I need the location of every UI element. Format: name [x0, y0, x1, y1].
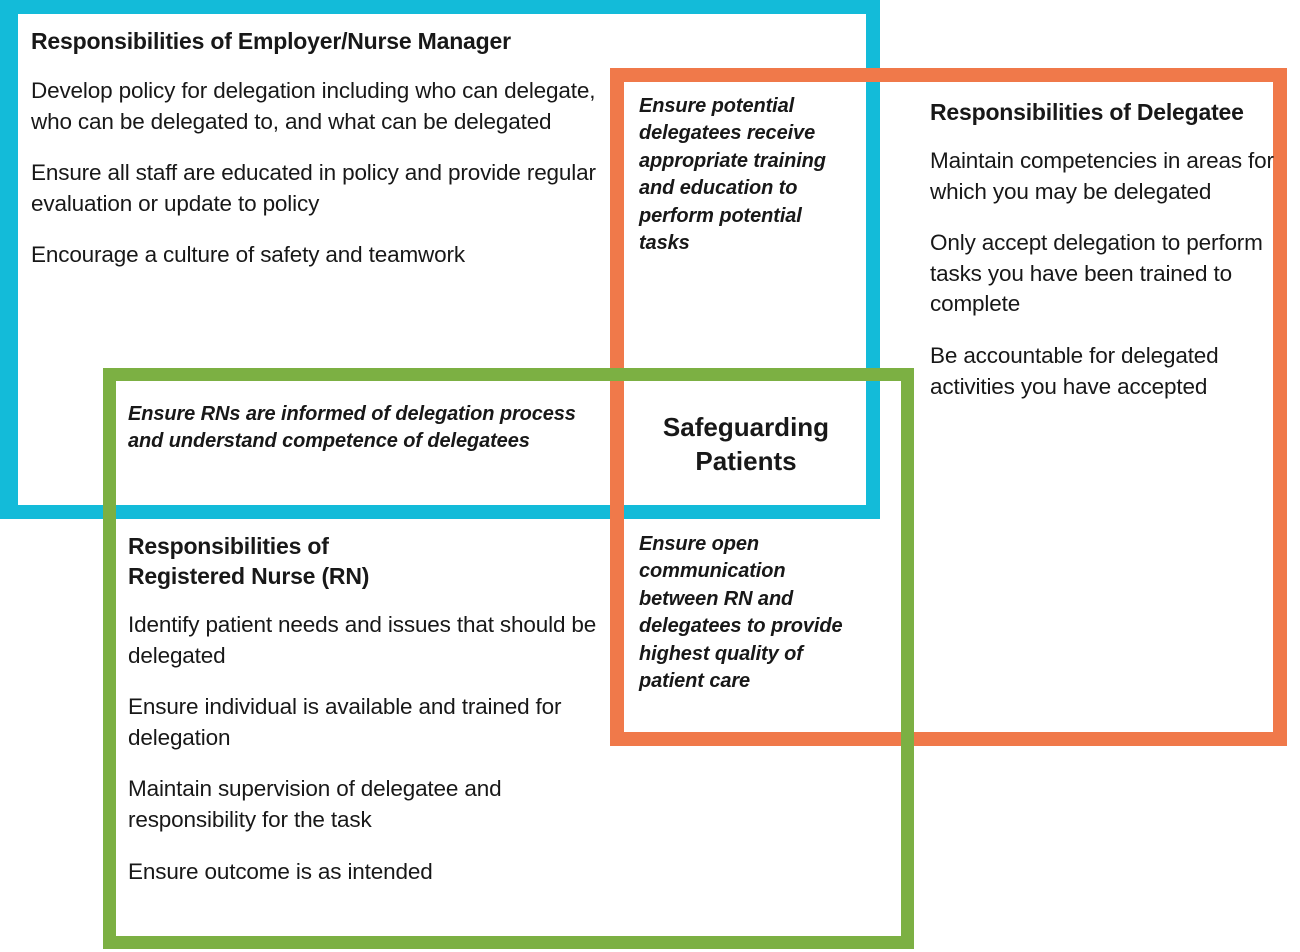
- registered-nurse-box: [103, 368, 914, 949]
- registered-nurse-title-line-2: Registered Nurse (RN): [128, 563, 370, 590]
- safeguarding-line-1: Safeguarding: [662, 412, 830, 442]
- list-item: Identify patient needs and issues that s…: [128, 612, 597, 668]
- registered-nurse-section-title: Responsibilities of Registered Nurse (RN…: [128, 531, 428, 592]
- delegatee-responsibilities-list: Maintain competencies in areas for which…: [930, 146, 1276, 402]
- list-item: Only accept delegation to perform tasks …: [930, 230, 1263, 317]
- safeguarding-line-2: Patients: [695, 446, 797, 477]
- list-item: Ensure outcome is as intended: [128, 858, 433, 884]
- list-item: Maintain supervision of delegatee and re…: [128, 776, 502, 832]
- list-item: Develop policy for delegation including …: [31, 78, 596, 134]
- employer-section-title: Responsibilities of Employer/Nurse Manag…: [31, 28, 511, 54]
- list-item: Maintain competencies in areas for which…: [930, 148, 1274, 204]
- list-item: Be accountable for delegated activities …: [930, 342, 1219, 399]
- list-item: Ensure individual is available and train…: [128, 694, 562, 750]
- list-item: Encourage a culture of safety and teamwo…: [31, 242, 465, 268]
- registered-nurse-title-line-1: Responsibilities of: [128, 533, 329, 559]
- employer-nurse-manager-box: [0, 0, 880, 519]
- list-item: Ensure all staff are educated in policy …: [31, 160, 596, 216]
- overlap-employer-nurse-text: Ensure RNs are informed of delegation pr…: [128, 403, 576, 453]
- registered-nurse-responsibilities-list: Identify patient needs and issues that s…: [128, 610, 598, 887]
- delegatee-box: [610, 68, 1287, 746]
- overlap-nurse-delegatee-text: Ensure open communication between RN and…: [639, 533, 843, 692]
- delegatee-section-title: Responsibilities of Delegatee: [930, 99, 1244, 125]
- employer-responsibilities-list: Develop policy for delegation including …: [31, 76, 597, 271]
- safeguarding-patients-center-label: Safeguarding Patients: [630, 410, 862, 479]
- overlap-employer-delegatee-text: Ensure potential delegatees receive appr…: [639, 95, 826, 254]
